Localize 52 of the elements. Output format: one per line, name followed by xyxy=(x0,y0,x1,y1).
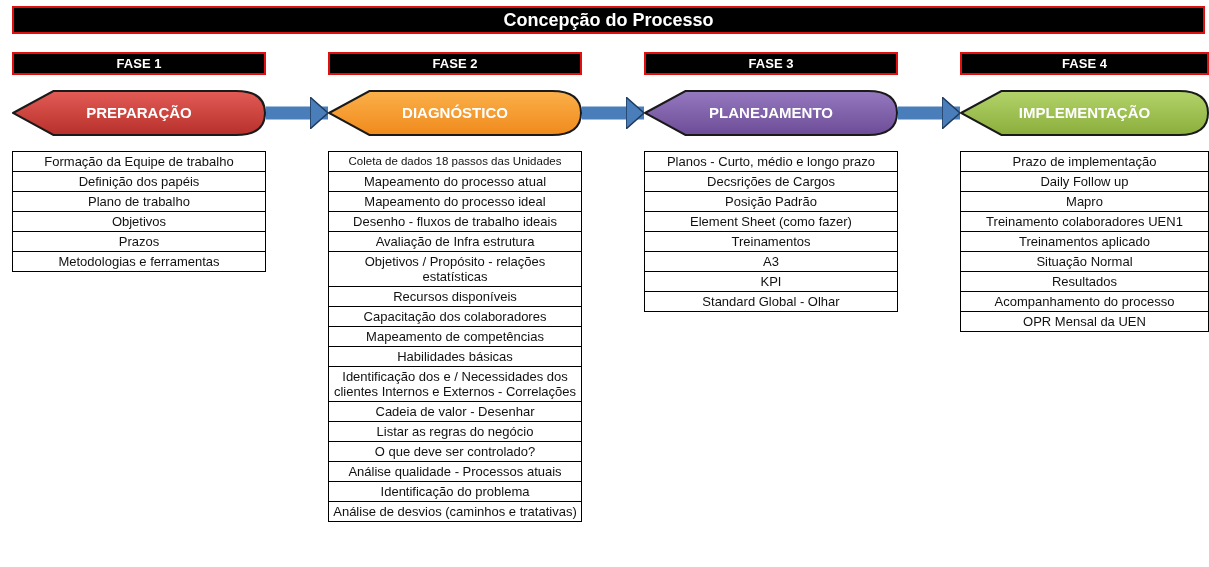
task-row: Definição dos papéis xyxy=(13,172,265,192)
task-row: Metodologias e ferramentas xyxy=(13,252,265,272)
task-row: Análise de desvios (caminhos e tratativas) xyxy=(329,502,581,522)
task-row: Decsrições de Cargos xyxy=(645,172,897,192)
task-row: OPR Mensal da UEN xyxy=(961,312,1208,332)
task-row: Capacitação dos colaboradores xyxy=(329,307,581,327)
phase-label-bar: FASE 1 xyxy=(12,52,266,75)
task-row: Plano de trabalho xyxy=(13,192,265,212)
task-row: Treinamento colaboradores UEN1 xyxy=(961,212,1208,232)
task-row: Planos - Curto, médio e longo prazo xyxy=(645,152,897,172)
block-arrow xyxy=(898,96,961,130)
task-row: Identificação dos e / Necessidades dos clientes Internos e Externos - Correlações xyxy=(329,367,581,402)
phase-arrow-shape: PLANEJAMENTO xyxy=(644,90,898,136)
task-row: Objetivos xyxy=(13,212,265,232)
task-row: Mapeamento do processo ideal xyxy=(329,192,581,212)
task-row: O que deve ser controlado? xyxy=(329,442,581,462)
block-arrow xyxy=(266,96,329,130)
block-arrow xyxy=(582,96,645,130)
task-row: Mapro xyxy=(961,192,1208,212)
phase-label-bar: FASE 2 xyxy=(328,52,582,75)
task-row: Cadeia de valor - Desenhar xyxy=(329,402,581,422)
task-row: Treinamentos aplicado xyxy=(961,232,1208,252)
title-bar: Concepção do Processo xyxy=(12,6,1205,34)
phase-arrow-shape: PREPARAÇÃO xyxy=(12,90,266,136)
task-row: Mapeamento do processo atual xyxy=(329,172,581,192)
task-row: Identificação do problema xyxy=(329,482,581,502)
task-row: Element Sheet (como fazer) xyxy=(645,212,897,232)
phase-arrow-shape: DIAGNÓSTICO xyxy=(328,90,582,136)
task-row: Análise qualidade - Processos atuais xyxy=(329,462,581,482)
task-row: Acompanhamento do processo xyxy=(961,292,1208,312)
task-row: Habilidades básicas xyxy=(329,347,581,367)
task-row: Posição Padrão xyxy=(645,192,897,212)
task-row: Daily Follow up xyxy=(961,172,1208,192)
task-row: Resultados xyxy=(961,272,1208,292)
task-row: Standard Global - Olhar xyxy=(645,292,897,312)
task-row: Listar as regras do negócio xyxy=(329,422,581,442)
task-row: Objetivos / Propósito - relações estatísticas xyxy=(329,252,581,287)
phase-arrow-shape: IMPLEMENTAÇÃO xyxy=(960,90,1209,136)
phase-label-bar: FASE 4 xyxy=(960,52,1209,75)
task-row: KPI xyxy=(645,272,897,292)
task-row: Formação da Equipe de trabalho xyxy=(13,152,265,172)
task-row: Coleta de dados 18 passos das Unidades xyxy=(329,152,581,172)
task-row: Desenho - fluxos de trabalho ideais xyxy=(329,212,581,232)
task-row: Avaliação de Infra estrutura xyxy=(329,232,581,252)
task-row: Prazos xyxy=(13,232,265,252)
task-row: Prazo de implementação xyxy=(961,152,1208,172)
task-row: Situação Normal xyxy=(961,252,1208,272)
phase-label-bar: FASE 3 xyxy=(644,52,898,75)
task-row: A3 xyxy=(645,252,897,272)
task-row: Recursos disponíveis xyxy=(329,287,581,307)
task-row: Mapeamento de competências xyxy=(329,327,581,347)
task-row: Treinamentos xyxy=(645,232,897,252)
